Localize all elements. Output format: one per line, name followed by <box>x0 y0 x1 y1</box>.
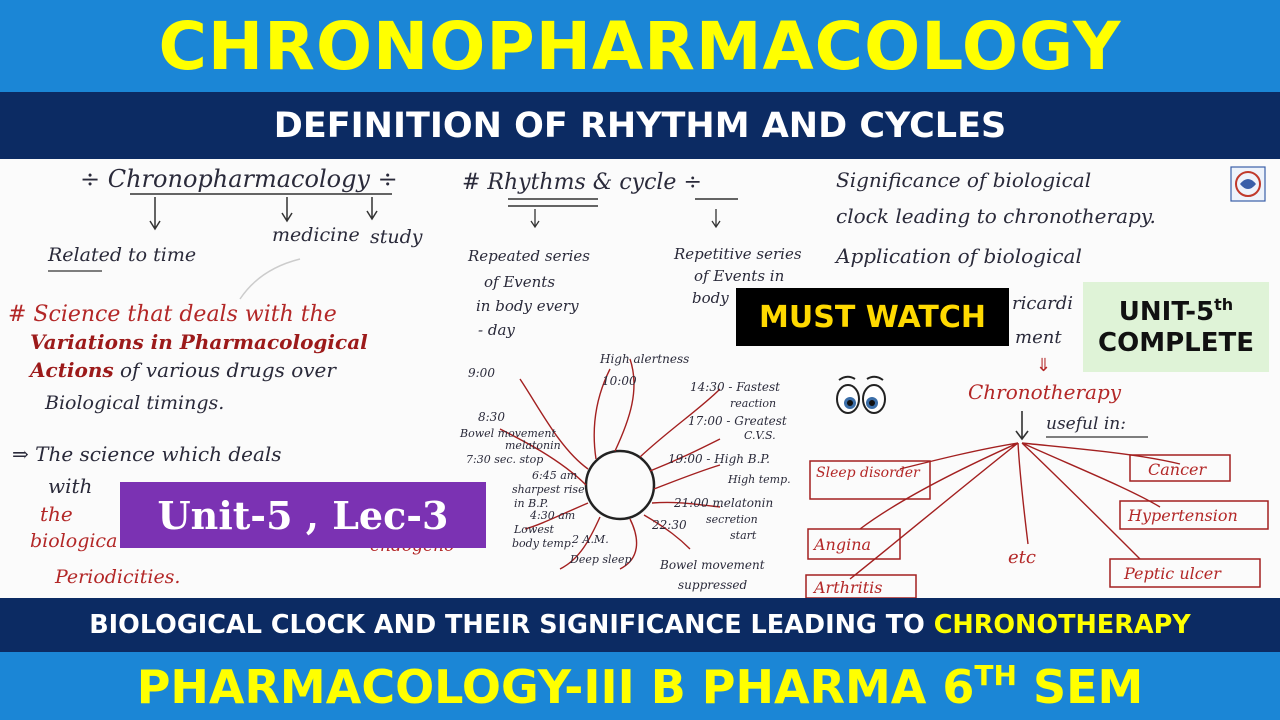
notes-heading-rhythms: # Rhythms & cycle ÷ <box>462 170 702 195</box>
unit-suffix-label: th <box>1214 294 1234 314</box>
clock-label: Lowest <box>513 523 554 536</box>
footer-course: PHARMACOLOGY-III B PHARMA 6TH SEM <box>137 659 1144 714</box>
clock-label: Deep sleep <box>569 553 632 566</box>
note-def1-c-bold: Actions <box>28 358 114 382</box>
note-def1-c: of various drugs over <box>120 358 337 382</box>
note-chronotherapy: Chronotherapy <box>968 380 1122 404</box>
body-clock-diagram: High alertness 10:00 9:00 14:30 - Fastes… <box>459 352 791 592</box>
note-rhythm-left-d: - day <box>478 321 515 339</box>
clock-label: 6:45 am <box>532 469 577 482</box>
clock-label: 4:30 am <box>529 509 575 522</box>
note-rhythm-left-c: in body every <box>476 297 579 315</box>
clock-label: suppressed <box>678 578 748 592</box>
note-rhythm-right-a: Repetitive series <box>673 245 802 263</box>
footer-topic-text: BIOLOGICAL CLOCK AND THEIR SIGNIFICANCE … <box>89 610 925 640</box>
note-related-time: Related to time <box>47 244 196 266</box>
note-def2-f: Periodicities. <box>54 566 180 588</box>
clock-label: Bowel movement <box>659 558 765 572</box>
box-angina: Angina <box>812 535 871 554</box>
note-col3-line5: ment <box>1015 327 1062 348</box>
clock-label: C.V.S. <box>744 429 776 442</box>
unit-lecture-label: Unit-5 , Lec-3 <box>157 492 449 538</box>
footer-topic-highlight: CHRONOTHERAPY <box>933 610 1191 640</box>
note-rhythm-left-b: of Events <box>484 273 555 291</box>
note-rhythm-right-b: of Events in <box>694 267 784 285</box>
note-def1-a: # Science that deals with the <box>8 302 337 327</box>
clock-label: sharpest rise <box>512 483 585 496</box>
page-subtitle: DEFINITION OF RHYTHM AND CYCLES <box>273 105 1007 146</box>
clock-label: 8:30 <box>478 410 505 424</box>
clock-label: 19:00 - High B.P. <box>668 452 770 466</box>
note-useful-in: useful in: <box>1046 414 1126 434</box>
must-watch-label: MUST WATCH <box>759 299 986 335</box>
must-watch-badge: MUST WATCH <box>736 288 1009 346</box>
note-def2-a: ⇒ The science which deals <box>12 442 282 466</box>
unit-complete-badge: UNIT-5th COMPLETE <box>1083 282 1269 372</box>
clock-label: 9:00 <box>468 366 495 380</box>
clock-label: High temp. <box>727 473 791 486</box>
note-col3-line4: ricardi <box>1012 293 1073 314</box>
title-banner: CHRONOPHARMACOLOGY <box>0 0 1280 92</box>
unit-lecture-badge: Unit-5 , Lec-3 <box>120 482 486 548</box>
note-def2-c: the <box>40 502 73 526</box>
unit-complete-line1: UNIT-5th <box>1119 295 1233 328</box>
footer-topic-banner: BIOLOGICAL CLOCK AND THEIR SIGNIFICANCE … <box>0 598 1280 652</box>
clock-label: 21:00 melatonin <box>673 496 773 510</box>
box-etc: etc <box>1008 547 1036 568</box>
clock-label: in B.P. <box>514 497 548 510</box>
note-col3-line1: Significance of biological <box>836 168 1091 192</box>
clock-label: reaction <box>730 397 776 410</box>
clock-label: 10:00 <box>602 374 637 388</box>
notes-heading-chrono: ÷ Chronopharmacology ÷ <box>80 165 398 193</box>
note-rhythm-right-c: body <box>692 289 729 307</box>
chronotherapy-boxes: Sleep disorder Angina Arthritis etc Canc… <box>805 454 1269 598</box>
subtitle-banner: DEFINITION OF RHYTHM AND CYCLES <box>0 92 1280 159</box>
box-arthritis: Arthritis <box>812 578 882 597</box>
clock-label: start <box>730 529 757 542</box>
clock-label: 14:30 - Fastest <box>690 380 780 394</box>
note-col3-line3: Application of biological <box>834 244 1082 268</box>
footer-course-banner: PHARMACOLOGY-III B PHARMA 6TH SEM <box>0 652 1280 720</box>
clock-label: 2 A.M. <box>571 533 609 546</box>
note-medicine: medicine <box>272 224 360 246</box>
clock-label: Bowel movement <box>459 427 556 440</box>
note-def2-d: biologica <box>30 530 117 552</box>
footer-topic: BIOLOGICAL CLOCK AND THEIR SIGNIFICANCE … <box>89 610 1191 640</box>
box-hypertension: Hypertension <box>1127 506 1238 525</box>
box-sleep-disorder: Sleep disorder <box>816 465 921 481</box>
eyes-icon <box>836 375 886 414</box>
footer-course-suffix: SEM <box>1032 659 1144 714</box>
svg-text:⇓: ⇓ <box>1036 355 1051 376</box>
clock-label: body temp. <box>512 537 574 550</box>
note-def1-d: Biological timings. <box>44 392 224 414</box>
clock-label: secretion <box>706 513 758 526</box>
note-def1-b: Variations in Pharmacological <box>30 330 368 354</box>
clock-label: melatonin <box>505 439 561 452</box>
note-study: study <box>370 226 423 248</box>
note-def2-b: with <box>48 474 92 498</box>
clock-label: 22:30 <box>651 518 687 532</box>
page-title: CHRONOPHARMACOLOGY <box>158 7 1122 85</box>
footer-course-sup: TH <box>974 658 1017 692</box>
box-peptic-ulcer: Peptic ulcer <box>1123 564 1222 583</box>
clock-label: 7:30 sec. stop <box>466 453 543 466</box>
unit-number-label: UNIT-5 <box>1118 296 1215 327</box>
clock-label: 17:00 - Greatest <box>688 414 787 428</box>
note-rhythm-left-a: Repeated series <box>467 247 590 265</box>
box-cancer: Cancer <box>1148 460 1208 479</box>
clock-label: High alertness <box>599 352 689 366</box>
notes-drawing: ÷ Chronopharmacology ÷ Related to time m… <box>8 165 1269 598</box>
unit-complete-label: COMPLETE <box>1098 328 1254 358</box>
channel-logo-icon <box>1230 166 1266 202</box>
footer-course-text: PHARMACOLOGY-III B PHARMA 6 <box>136 659 975 714</box>
note-col3-line2: clock leading to chronotherapy. <box>836 204 1156 228</box>
